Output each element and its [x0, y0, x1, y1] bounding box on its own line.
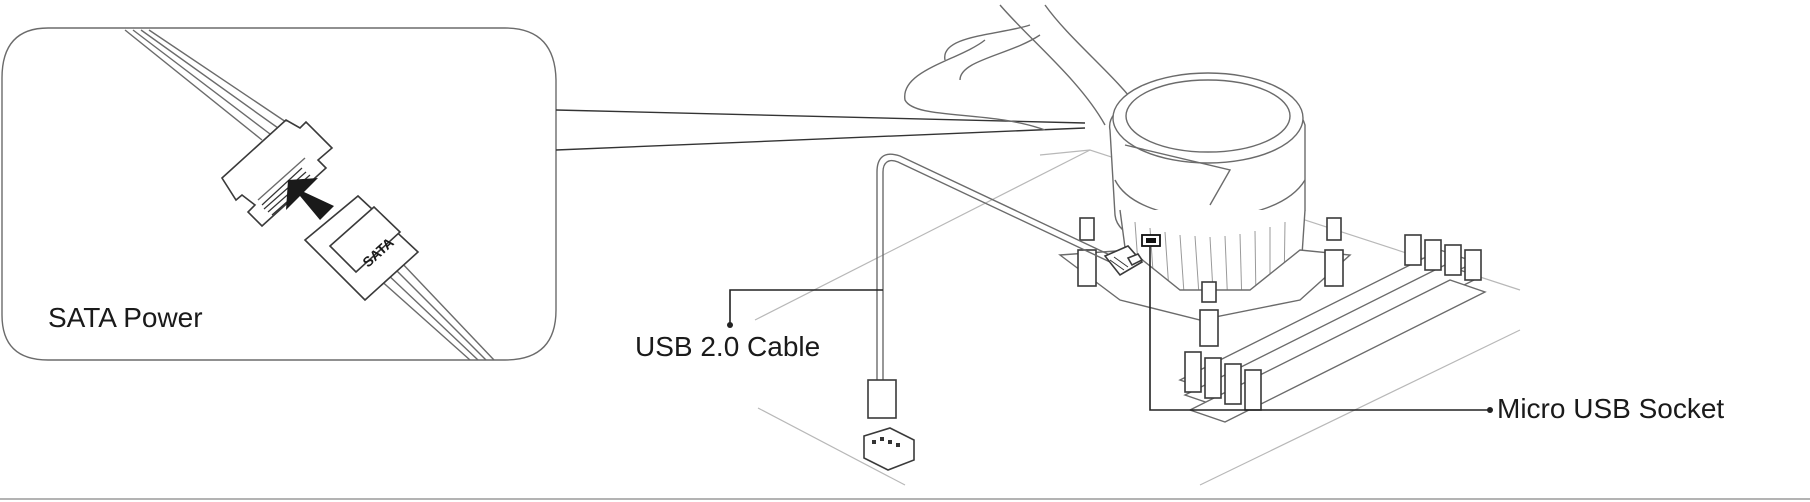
- ram-slots: [1178, 234, 1487, 423]
- usb-cable: [863, 153, 1144, 471]
- micro-usb-socket: [1141, 234, 1161, 247]
- sata-callout: [1, 27, 1086, 361]
- mounting-screws: [1077, 217, 1344, 347]
- screw-front: [1199, 281, 1219, 347]
- motherboard-outline: [754, 149, 1521, 486]
- aio-cooler-base: [1058, 209, 1352, 321]
- screw-left: [1077, 217, 1097, 287]
- sata-plug-connector: SATA: [303, 194, 420, 302]
- usb-cable-label: USB 2.0 Cable: [635, 331, 821, 362]
- ram-clips-back: [1404, 234, 1482, 281]
- micro-usb-socket-label: Micro USB Socket: [1497, 393, 1725, 424]
- screw-right: [1324, 217, 1344, 287]
- sata-power-cable: [124, 29, 495, 361]
- cooler-tubes: [904, 4, 1141, 131]
- aio-pump-head: [1109, 72, 1306, 251]
- sata-power-label: SATA Power: [48, 302, 203, 333]
- leader-lines: [727, 246, 1493, 413]
- insert-direction-arrow-icon: [286, 178, 334, 220]
- ram-clips-front: [1184, 351, 1262, 411]
